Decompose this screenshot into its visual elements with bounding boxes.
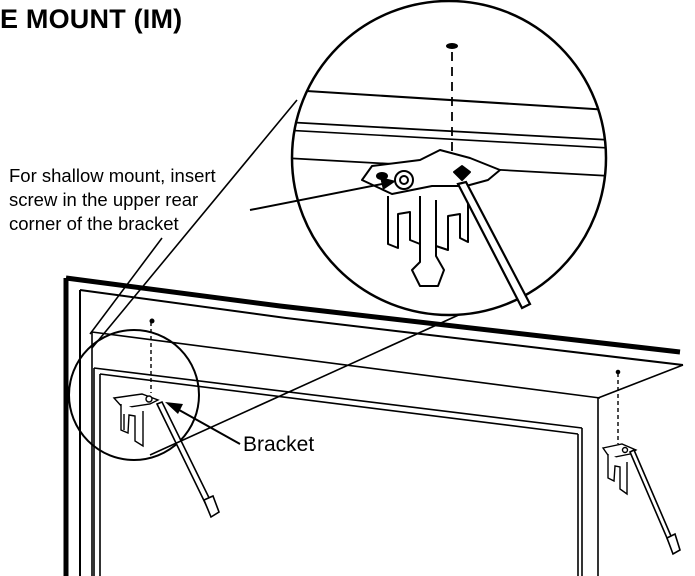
zoom-flange-bottom [292, 129, 606, 149]
callout-arrow-to-screw [249, 177, 396, 211]
screw-hole-icon [446, 43, 458, 49]
tv-rear-top-line [91, 331, 601, 399]
screwdriver-icon [155, 400, 220, 519]
callout-line-2: screw in the upper rear [9, 189, 199, 210]
magnify-connector-lines [91, 99, 486, 456]
tv-right-corner-line [597, 364, 684, 399]
bracket-label-arrow [165, 402, 241, 445]
tv-inner-top-edge [79, 289, 684, 366]
zoom-flange-top [292, 121, 606, 141]
section-title: E MOUNT (IM) [0, 4, 183, 34]
callout-leader-to-circle [89, 237, 163, 335]
zoom-top-edge [292, 89, 606, 111]
screwdriver-icon [456, 180, 532, 310]
callout-line-3: corner of the bracket [9, 213, 179, 234]
detail-circle-small [68, 329, 200, 461]
shallow-mount-callout: For shallow mount, insert screw in the u… [9, 164, 274, 236]
tv-screen-top-edge [93, 367, 583, 429]
bracket-icon [601, 369, 638, 496]
bracket-icon [112, 318, 160, 448]
bracket-label: Bracket [243, 433, 315, 456]
tv-screen-top-edge-inner [99, 373, 579, 435]
tv-outer-top-edge [65, 275, 681, 355]
callout-line-1: For shallow mount, insert [9, 165, 216, 186]
screwdriver-icon [628, 448, 681, 556]
tv-frame [63, 275, 684, 576]
